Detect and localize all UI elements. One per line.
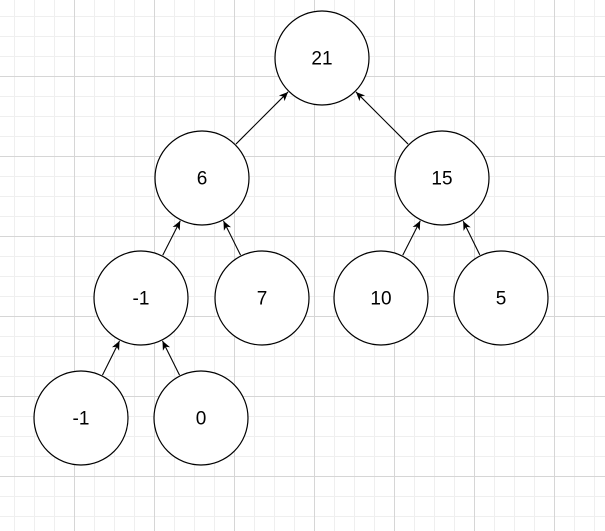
tree-node-right-left: 10 <box>333 250 429 346</box>
node-circle <box>153 370 249 466</box>
node-circle <box>214 250 310 346</box>
node-label: 15 <box>431 169 452 190</box>
edge-arrow-left-left-left-to-left-left <box>101 340 121 376</box>
node-label: 21 <box>311 49 332 70</box>
edge-arrow-right-left-to-right <box>402 220 421 256</box>
tree-node-right-right: 5 <box>453 250 549 346</box>
node-label: 6 <box>197 169 208 190</box>
edge-arrow-right-to-root <box>355 91 409 145</box>
node-circle <box>274 10 370 106</box>
node-circle <box>333 250 429 346</box>
tree-node-root: 21 <box>274 10 370 106</box>
node-label: 0 <box>196 409 207 430</box>
edges-layer <box>101 91 481 376</box>
edge-arrow-left-right-to-left <box>222 220 242 256</box>
tree-node-left-right: 7 <box>214 250 310 346</box>
tree-node-left-left-right: 0 <box>153 370 249 466</box>
node-label: -1 <box>133 289 150 310</box>
node-circle <box>93 250 189 346</box>
node-label: 5 <box>496 289 507 310</box>
edge-arrow-left-left-right-to-left-left <box>161 340 181 376</box>
edge-arrow-left-left-to-left <box>162 220 181 256</box>
node-circle <box>394 130 490 226</box>
tree-node-left-left: -1 <box>93 250 189 346</box>
node-circle <box>154 130 250 226</box>
nodes-layer: 21 6 15 -1 7 10 5 -1 0 <box>33 10 549 466</box>
node-label: 10 <box>370 289 391 310</box>
node-label: 7 <box>257 289 268 310</box>
node-label: -1 <box>73 409 90 430</box>
tree-node-right: 15 <box>394 130 490 226</box>
tree-node-left: 6 <box>154 130 250 226</box>
tree-node-left-left-left: -1 <box>33 370 129 466</box>
node-circle <box>33 370 129 466</box>
edge-arrow-left-to-root <box>235 91 289 145</box>
node-circle <box>453 250 549 346</box>
edge-arrow-right-right-to-right <box>462 220 481 256</box>
